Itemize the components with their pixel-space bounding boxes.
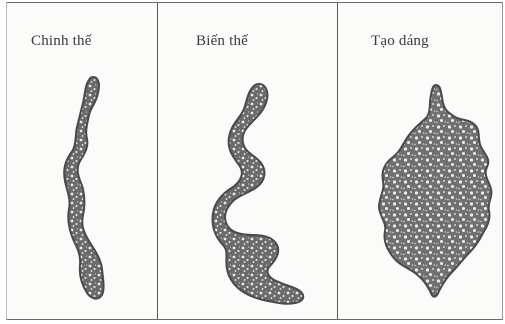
shape-bien-the	[212, 84, 303, 304]
figure-frame: Chinh thế Biến thế Tạo dáng	[6, 2, 503, 320]
shapes-illustration	[7, 3, 504, 321]
shape-chinh-the	[64, 77, 103, 299]
shape-tao-dang	[379, 85, 491, 297]
